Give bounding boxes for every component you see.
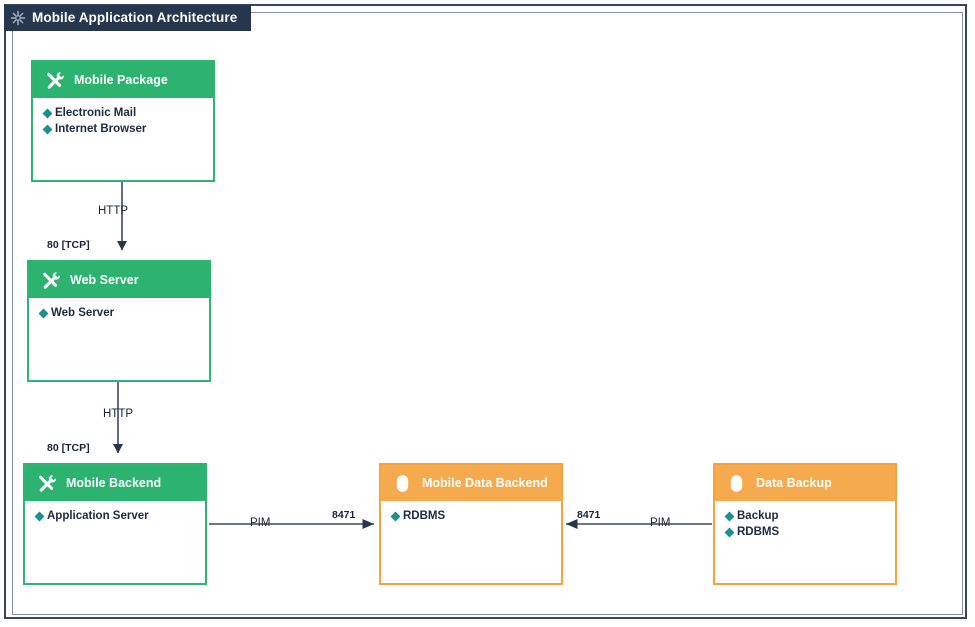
asterisk-icon (10, 10, 26, 26)
node-title-data-backup: Data Backup (756, 475, 832, 490)
node-data-backup[interactable]: Data Backup Backup RDBMS (713, 463, 897, 585)
edge-label-protocol-1: HTTP (98, 205, 129, 217)
tools-icon (43, 272, 60, 289)
edge-label-port-1: 80 [TCP] (47, 239, 90, 251)
node-mobile-package[interactable]: Mobile Package Electronic Mail Internet … (31, 60, 215, 182)
list-item-label: Application Server (47, 509, 149, 522)
node-body-data-backup: Backup RDBMS (715, 501, 895, 540)
diamond-bullet-icon (34, 511, 45, 522)
node-header-mobile-data-backend: Mobile Data Backend (381, 465, 561, 501)
list-item: RDBMS (724, 525, 895, 540)
diamond-bullet-icon (38, 308, 49, 319)
list-item: Electronic Mail (42, 106, 213, 121)
edge-label-protocol-2: HTTP (103, 408, 134, 420)
node-body-mobile-data-backend: RDBMS (381, 501, 561, 524)
node-title-web-server: Web Server (70, 272, 139, 287)
node-header-data-backup: Data Backup (715, 465, 895, 501)
list-item: RDBMS (390, 509, 561, 524)
node-body-web-server: Web Server (29, 298, 209, 321)
database-icon (730, 474, 743, 492)
list-item: Internet Browser (42, 122, 213, 137)
node-header-mobile-package: Mobile Package (33, 62, 213, 98)
node-mobile-backend[interactable]: Mobile Backend Application Server (23, 463, 207, 585)
node-title-mobile-data-backend: Mobile Data Backend (422, 475, 548, 490)
diamond-bullet-icon (42, 108, 53, 119)
database-icon (396, 474, 409, 492)
tools-icon (47, 72, 64, 89)
diamond-bullet-icon (390, 511, 401, 522)
diamond-bullet-icon (42, 124, 53, 135)
window-title: Mobile Application Architecture (32, 10, 238, 26)
node-body-mobile-package: Electronic Mail Internet Browser (33, 98, 213, 137)
list-item: Web Server (38, 306, 209, 321)
list-item-label: Electronic Mail (55, 106, 137, 119)
node-header-mobile-backend: Mobile Backend (25, 465, 205, 501)
edge-label-protocol-3: PIM (250, 517, 271, 529)
list-item: Application Server (34, 509, 205, 524)
edge-label-port-4: 8471 (577, 509, 601, 521)
node-mobile-data-backend[interactable]: Mobile Data Backend RDBMS (379, 463, 563, 585)
list-item-label: RDBMS (403, 509, 446, 522)
node-web-server[interactable]: Web Server Web Server (27, 260, 211, 382)
edge-label-port-3: 8471 (332, 509, 356, 521)
edge-label-port-2: 80 [TCP] (47, 442, 90, 454)
window-title-bar: Mobile Application Architecture (4, 5, 252, 31)
list-item-label: Web Server (51, 306, 115, 319)
node-title-mobile-backend: Mobile Backend (66, 475, 162, 490)
node-title-mobile-package: Mobile Package (74, 72, 168, 87)
tools-icon (39, 475, 56, 492)
diamond-bullet-icon (724, 511, 735, 522)
list-item-label: RDBMS (737, 525, 780, 538)
node-body-mobile-backend: Application Server (25, 501, 205, 524)
diamond-bullet-icon (724, 527, 735, 538)
edge-label-protocol-4: PIM (650, 517, 671, 529)
list-item: Backup (724, 509, 895, 524)
list-item-label: Backup (737, 509, 779, 522)
node-header-web-server: Web Server (29, 262, 209, 298)
list-item-label: Internet Browser (55, 122, 147, 135)
